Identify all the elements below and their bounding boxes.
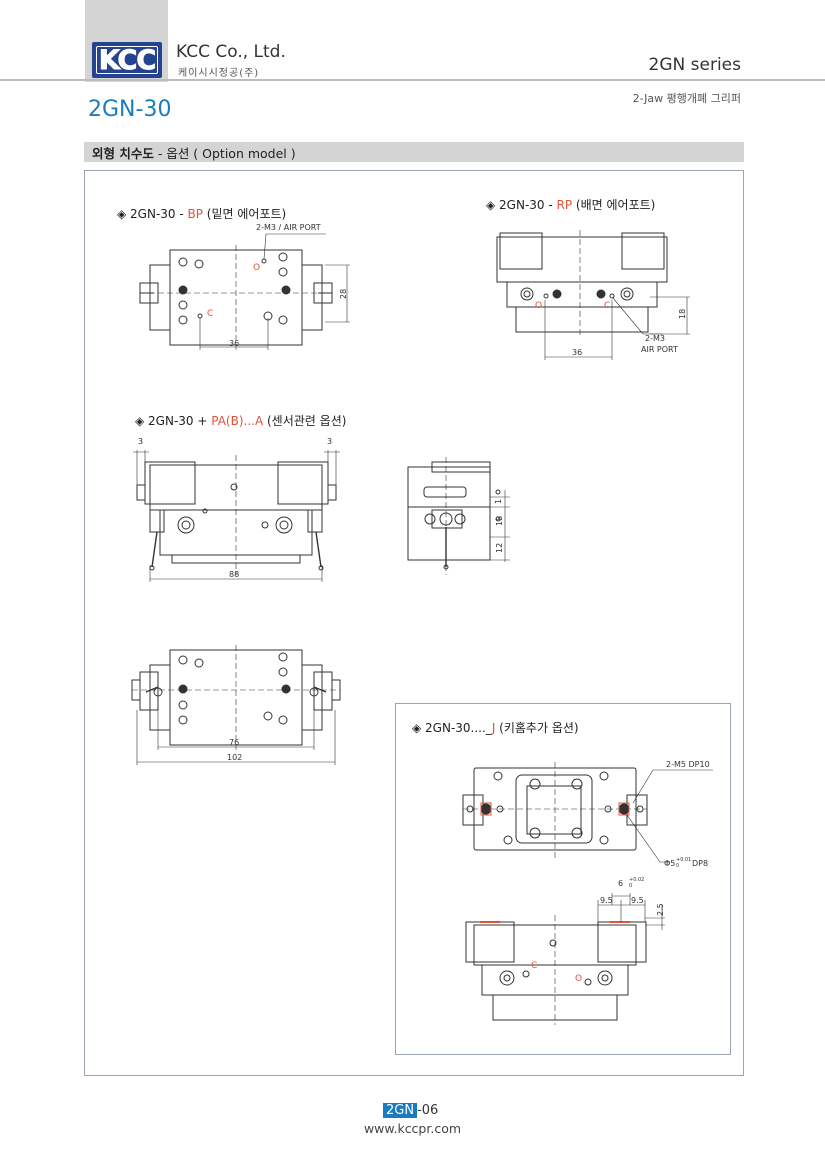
j-bore-tol-lower: 0 <box>676 863 679 869</box>
j-hole-note: 2-M5 DP10 <box>666 760 710 769</box>
j-bore-depth: DP8 <box>692 859 708 868</box>
rp-port-note-1: 2-M3 <box>645 334 665 343</box>
rp-mark-o: O <box>535 301 542 311</box>
j-front-drawing: 6 +0.02 0 9.5 9.5 2.5 C O <box>465 877 665 1025</box>
page-badge: 2GN <box>383 1103 418 1118</box>
bp-drawing: 36 28 2-M3 / AIR PORT O C <box>139 223 350 350</box>
section-bar <box>84 142 744 162</box>
pa-dim-v1: 1 <box>494 499 503 504</box>
rp-option-label: ◈ 2GN-30 - RP (배면 에어포트) <box>486 198 656 212</box>
bp-option-label: ◈ 2GN-30 - BP (밑면 에어포트) <box>117 207 287 221</box>
bp-mark-c: C <box>207 309 213 319</box>
j-key-width: 6 <box>618 879 623 888</box>
series-title: 2GN series <box>648 55 741 75</box>
rp-drawing: 36 18 2-M3 AIR PORT O C <box>496 230 690 360</box>
bp-port-note: 2-M3 / AIR PORT <box>256 223 321 232</box>
pa-dim-bottom-inner: 76 <box>229 738 239 747</box>
j-mark-o: O <box>575 974 582 984</box>
page-number: 2GN-06 <box>383 1103 438 1118</box>
j-top-drawing: 2-M5 DP10 Φ5 +0.01 0 DP8 <box>462 760 713 869</box>
company-name-kr: 케이시시정공(주) <box>178 68 260 79</box>
j-dim-depth: 2.5 <box>656 903 665 916</box>
company-name: KCC Co., Ltd. <box>176 42 286 62</box>
pa-dim-v3: 12 <box>495 543 504 553</box>
company-logo: KCC <box>92 42 162 78</box>
pa-dim-width: 88 <box>229 570 239 579</box>
bp-dim-width: 36 <box>229 339 239 348</box>
j-key-tol-lower: 0 <box>629 883 632 889</box>
j-option-label: ◈ 2GN-30...._J (키홈추가 옵션) <box>412 721 579 735</box>
pa-bottom-drawing: 76 102 <box>131 645 341 765</box>
pa-dim-right: 3 <box>327 437 332 446</box>
pa-dim-left: 3 <box>138 437 143 446</box>
pa-dim-bottom-outer: 102 <box>227 753 242 762</box>
rp-dim-height: 18 <box>678 309 687 319</box>
bp-dim-height: 28 <box>339 289 348 299</box>
model-title: 2GN-30 <box>88 97 172 122</box>
bp-mark-o: O <box>253 263 260 273</box>
rp-dim-width: 36 <box>572 348 582 357</box>
j-mark-c: C <box>531 961 537 971</box>
rp-mark-c: C <box>604 301 610 311</box>
drawing-frame <box>84 170 744 1076</box>
section-title: 외형 치수도 - 옵션 ( Option model ) <box>92 146 296 161</box>
j-bore-note: Φ5 <box>664 859 675 868</box>
logo-inner-border <box>96 46 158 74</box>
j-bore-tol-upper: +0.01 <box>676 857 691 863</box>
series-subtitle: 2-Jaw 평행개폐 그리퍼 <box>632 92 741 105</box>
pa-side-drawing: 1 18 12 <box>407 457 510 575</box>
page-suffix: -06 <box>417 1103 439 1118</box>
header-divider <box>0 79 825 81</box>
pa-dim-v2: 18 <box>495 516 504 526</box>
j-key-tol-upper: +0.02 <box>629 877 644 883</box>
pa-option-label: ◈ 2GN-30 + PA(B)...A (센서관련 옵션) <box>135 414 347 428</box>
rp-port-note-2: AIR PORT <box>641 345 678 354</box>
pa-front-drawing: 3 3 88 <box>133 437 340 582</box>
j-dim-right: 9.5 <box>631 896 644 905</box>
j-dim-left: 9.5 <box>600 896 613 905</box>
website-link[interactable]: www.kccpr.com <box>363 1121 462 1136</box>
j-option-frame <box>395 703 731 1055</box>
